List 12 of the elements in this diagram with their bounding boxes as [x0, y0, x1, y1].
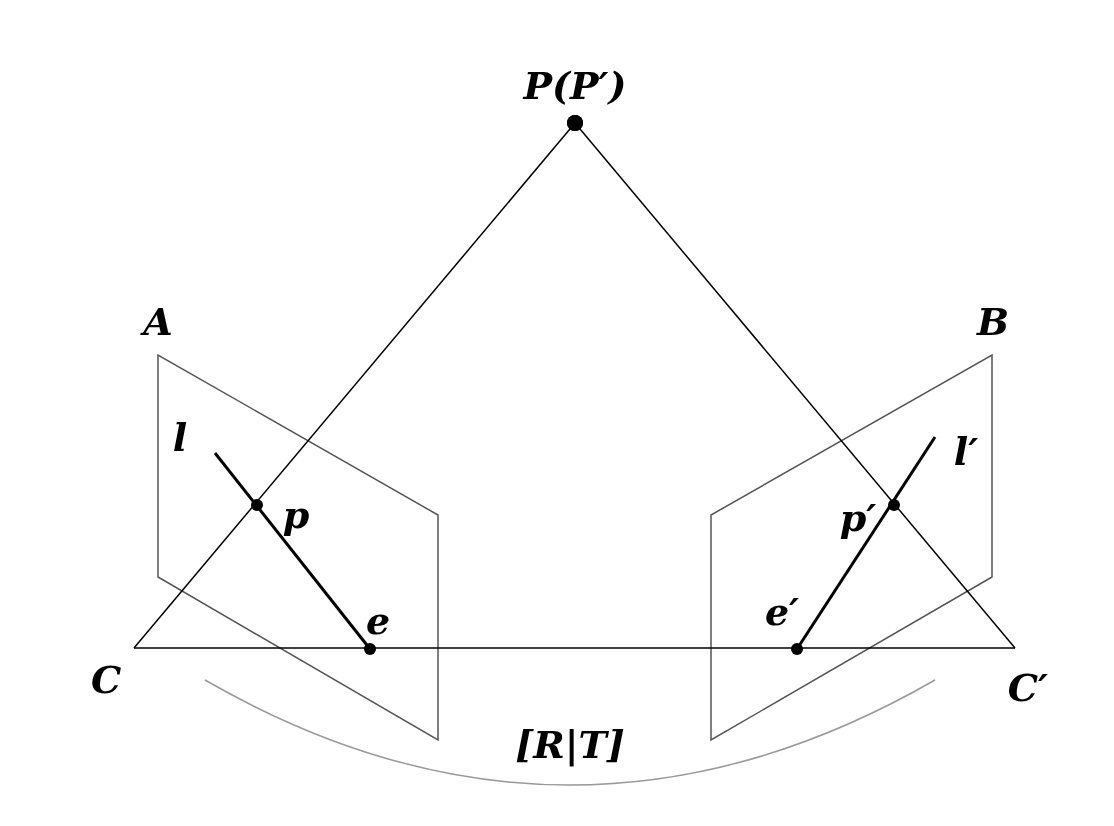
line: [133, 647, 1016, 649]
point-label: C′: [1007, 669, 1049, 707]
plane-label: B: [976, 303, 1010, 341]
point-label: P(P′): [523, 67, 627, 105]
point-label: e′: [764, 593, 800, 631]
point-label: p′: [839, 499, 877, 537]
line-label: l′: [953, 433, 979, 471]
line-label: l: [172, 419, 188, 457]
line: [567, 115, 1016, 649]
point-label: p: [282, 496, 310, 534]
point-label: C: [90, 661, 122, 699]
point-label: e: [365, 602, 391, 640]
